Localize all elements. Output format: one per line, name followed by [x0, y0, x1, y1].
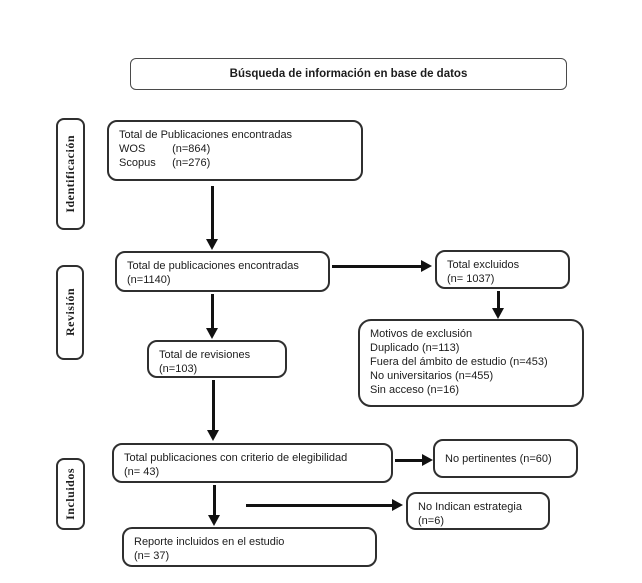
box-line1: Total de publicaciones encontradas [127, 260, 299, 272]
source-value: (n=276) [172, 157, 211, 169]
box-count: (n=1140) [127, 274, 171, 286]
box-no-pertinentes: No pertinentes (n=60) [433, 439, 578, 478]
box-count: (n=103) [159, 363, 198, 375]
box-no-indican-estrategia: No Indican estrategia (n=6) [406, 492, 550, 530]
reason-row: No universitarios (n=455) [370, 369, 572, 383]
box-total-excluidos: Total excluidos (n= 1037) [435, 250, 570, 289]
source-label: WOS [119, 143, 146, 155]
source-value: (n=864) [172, 143, 211, 155]
search-header-label: Búsqueda de información en base de datos [229, 68, 468, 80]
box-line1: No Indican estrategia [418, 501, 522, 513]
reason-value: (n=16) [426, 384, 459, 396]
reason-row: Duplicado (n=113) [370, 341, 572, 355]
stage-revision-label: Revisión [62, 288, 77, 337]
box-total-revisiones: Total de revisiones (n=103) [147, 340, 287, 378]
box-total-publicaciones-encontradas: Total de publicaciones encontradas (n=11… [115, 251, 330, 292]
box-count: (n= 43) [124, 466, 160, 478]
reason-label: Duplicado [370, 342, 419, 354]
reason-value: (n=453) [509, 356, 548, 368]
box-count: (n= 1037) [447, 273, 495, 285]
source-row-scopus: Scopus (n=276) [119, 156, 351, 170]
box-criterio-elegibilidad: Total publicaciones con criterio de eleg… [112, 443, 393, 483]
box-title: Motivos de exclusión [370, 328, 473, 340]
source-row-wos: WOS (n=864) [119, 142, 351, 156]
reason-label: Fuera del ámbito de estudio [370, 356, 507, 368]
reason-label: No universitarios [370, 370, 452, 382]
stage-revision: Revisión [56, 265, 84, 360]
box-total-publicaciones-iniciales: Total de Publicaciones encontradas WOS (… [107, 120, 363, 181]
search-header-box: Búsqueda de información en base de datos [130, 58, 567, 90]
box-motivos-exclusion: Motivos de exclusión Duplicado (n=113) F… [358, 319, 584, 407]
box-line1: No pertinentes (n=60) [445, 452, 552, 465]
stage-identificacion: Identificación [56, 118, 85, 230]
reason-label: Sin acceso [370, 384, 424, 396]
reason-row: Fuera del ámbito de estudio (n=453) [370, 355, 572, 369]
box-count: (n=6) [418, 515, 444, 527]
box-line1: Total excluidos [447, 259, 520, 271]
stage-incluidos-label: Incluidos [63, 468, 77, 520]
source-label: Scopus [119, 157, 156, 169]
box-count: (n= 37) [134, 550, 170, 562]
stage-identificacion-label: Identificación [63, 135, 77, 213]
box-line1: Total publicaciones con criterio de eleg… [124, 452, 348, 464]
box-line1: Total de revisiones [159, 349, 251, 361]
box-reporte-incluidos: Reporte incluidos en el estudio (n= 37) [122, 527, 377, 567]
stage-incluidos: Incluidos [56, 458, 85, 530]
box-line1: Reporte incluidos en el estudio [134, 536, 285, 548]
reason-value: (n=113) [421, 342, 460, 354]
box-title: Total de Publicaciones encontradas [119, 129, 293, 141]
reason-value: (n=455) [454, 370, 494, 382]
reason-row: Sin acceso (n=16) [370, 383, 572, 397]
